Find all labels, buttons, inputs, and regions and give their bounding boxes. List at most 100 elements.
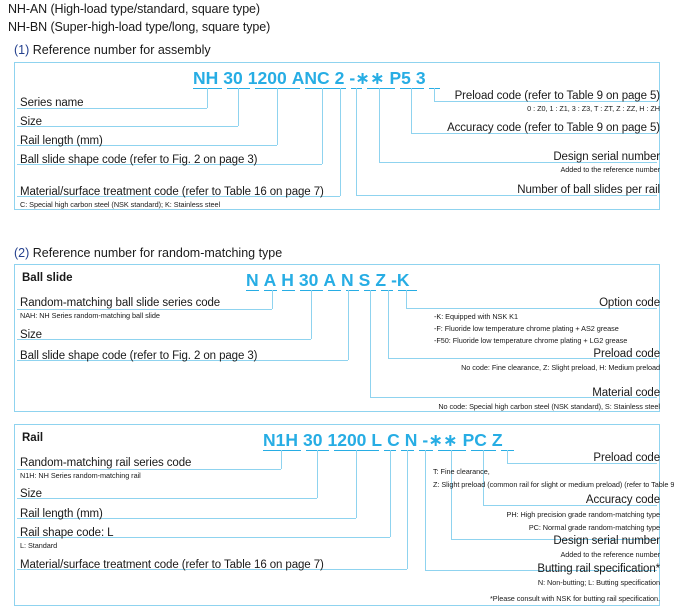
leader-h-s1-slides	[356, 195, 657, 196]
pn3-token-butting: N	[404, 430, 418, 450]
pn2-token-material: S	[358, 270, 371, 290]
pn2-token-shape-a: A	[323, 270, 337, 290]
rail-right-sub-1-0: PH: High precision grade random-matching…	[506, 510, 661, 519]
pn1-token-slides: 2	[334, 68, 345, 88]
rail-right-sub-2-0: Added to the reference number	[560, 550, 660, 559]
pn2-token-h: H	[281, 270, 294, 290]
rail-right-sub-3-0: N: Non-butting; L: Butting specification	[537, 578, 660, 587]
section-2-heading-text: Reference number for random-matching typ…	[32, 246, 283, 260]
pn3-token-rail-length: 1200	[327, 430, 367, 450]
doc-title-line-1: NH-AN (High-load type/standard, square t…	[8, 2, 260, 16]
leader-v-bs-series	[272, 290, 273, 309]
bs-left-sub-0: NAH: NH Series random-matching ball slid…	[20, 311, 160, 320]
leader-h-rail-butting	[425, 570, 657, 571]
ball-slide-panel	[14, 264, 660, 412]
section-2-number: (2)	[14, 246, 30, 260]
leader-v-s1-size	[238, 88, 239, 126]
pn1-token-serial: -∗∗	[349, 68, 385, 88]
pn2-token-shape-n: N	[341, 270, 354, 290]
s1-right-label-1: Accuracy code (refer to Table 9 on page …	[447, 122, 660, 134]
bs-right-sub-2-0: No code: Special high carbon steel (NSK …	[438, 402, 660, 411]
pn1-token-accuracy: P5	[389, 68, 411, 88]
leader-h-rail-accuracy	[483, 505, 657, 506]
rail-footnote: *Please consult with NSK for butting rai…	[490, 594, 660, 603]
leader-h-bs-size	[17, 339, 311, 340]
pn2-underline-a	[264, 290, 277, 291]
leader-h-rail-length	[17, 518, 356, 519]
pn2-token-n: N	[246, 270, 259, 290]
rail-left-label-4: Material/surface treatment code (refer t…	[20, 559, 324, 571]
rail-right-label-0: Preload code	[593, 452, 660, 464]
pn1-token-size: 30	[223, 68, 243, 88]
s1-left-label-2: Rail length (mm)	[20, 135, 103, 147]
leader-v-bs-size	[311, 290, 312, 339]
leader-h-bs-series	[17, 309, 272, 310]
pn1-underline-shape	[305, 88, 334, 89]
pn2-token-size: 30	[298, 270, 319, 290]
bs-right-sub-0-2: -F50: Fluoride low temperature chrome pl…	[434, 336, 628, 345]
doc-title-line-2: NH-BN (Super-high-load type/long, square…	[8, 20, 271, 34]
leader-v-s1-accuracy	[411, 88, 412, 133]
pn3-token-preload: Z	[491, 430, 503, 450]
pn1-token-preload: 3	[415, 68, 426, 88]
leader-v-rail-butting	[425, 450, 426, 570]
pn2-underline-shape-a	[328, 290, 341, 291]
section-1-number: (1)	[14, 43, 30, 57]
leader-h-s1-shape	[17, 164, 322, 165]
leader-v-rail-accuracy	[483, 450, 484, 505]
bs-right-label-1: Preload code	[593, 348, 660, 360]
bs-right-sub-0-0: -K: Equipped with NSK K1	[434, 312, 518, 321]
rail-box-title: Rail	[22, 432, 44, 444]
rail-right-label-3: Butting rail specification*	[537, 563, 660, 575]
leader-h-rail-material	[17, 569, 407, 570]
s1-left-label-3: Ball slide shape code (refer to Fig. 2 o…	[20, 154, 258, 166]
rail-right-label-1: Accuracy code	[585, 494, 660, 506]
pn2-underline-n	[246, 290, 259, 291]
section-1-heading-text: Reference number for assembly	[32, 43, 211, 57]
rail-right-label-2: Design serial number	[553, 535, 660, 547]
leader-h-rail-preload	[507, 463, 657, 464]
leader-v-rail-preload	[507, 450, 508, 463]
pn3-underline-series	[263, 450, 301, 451]
pn2-underline-option	[398, 290, 417, 291]
bs-right-label-0: Option code	[599, 297, 660, 309]
section-2-heading: (2) Reference number for random-matching…	[14, 246, 282, 260]
leader-h-bs-shape	[17, 360, 348, 361]
bs-left-label-2: Ball slide shape code (refer to Fig. 2 o…	[20, 350, 258, 362]
pn1-token-shape: AN	[291, 68, 317, 88]
ball-slide-box-title: Ball slide	[22, 272, 73, 284]
leader-v-s1-slides	[356, 88, 357, 195]
leader-h-bs-material	[370, 397, 657, 398]
leader-h-bs-option	[406, 308, 657, 309]
leader-h-s1-size	[17, 126, 238, 127]
bs-left-label-1: Size	[20, 329, 42, 341]
rail-right-sub-1-1: PC: Normal grade random-matching type	[528, 523, 660, 532]
leader-h-rail-shape	[17, 537, 390, 538]
pn1-underline-serial	[367, 88, 395, 89]
rail-left-label-3: Rail shape code: L	[20, 527, 114, 539]
s1-right-label-2: Design serial number	[553, 151, 660, 163]
rail-left-sub-3: L: Standard	[20, 541, 58, 550]
leader-h-rail-series	[17, 469, 281, 470]
leader-v-rail-series	[281, 450, 282, 469]
pn2-underline-shape-n	[346, 290, 359, 291]
pn1-token-material: C	[316, 68, 330, 88]
leader-v-s1-serial	[379, 88, 380, 162]
section-1-heading: (1) Reference number for assembly	[14, 43, 211, 57]
s1-left-label-1: Size	[20, 116, 42, 128]
rail-panel	[14, 424, 660, 606]
rail-right-sub-0-0: T: Fine clearance,	[433, 467, 490, 476]
pn2-token-a: A	[263, 270, 277, 290]
bs-right-sub-0-1: -F: Fluoride low temperature chrome plat…	[434, 324, 619, 333]
section-1-panel	[14, 62, 660, 210]
leader-v-s1-series	[207, 88, 208, 108]
pn3-token-material: C	[387, 430, 400, 450]
leader-h-s1-rail-length	[17, 145, 277, 146]
s1-right-label-0: Preload code (refer to Table 9 on page 5…	[454, 90, 660, 102]
leader-v-s1-shape	[322, 88, 323, 164]
leader-v-rail-shape	[390, 450, 391, 537]
s1-left-label-4: Material/surface treatment code (refer t…	[20, 186, 324, 198]
pn3-token-shape: L	[371, 430, 383, 450]
